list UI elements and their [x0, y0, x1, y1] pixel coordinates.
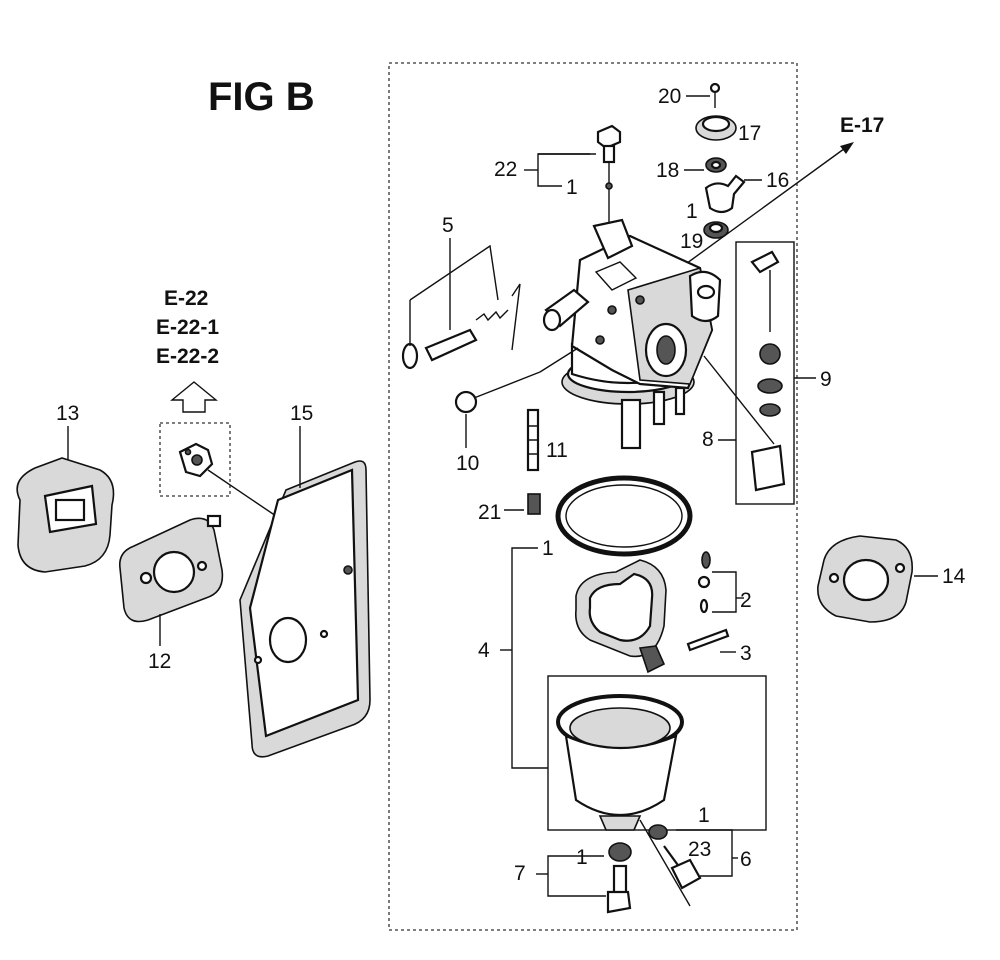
- ref-e22: E-22: [164, 287, 208, 310]
- inset-fitting-icon: [178, 442, 214, 478]
- float-bowl-gasket-1: [555, 475, 693, 557]
- callout-4: 4: [478, 639, 490, 662]
- drain-washer-23: [648, 824, 668, 840]
- float-needle-2: [697, 551, 711, 614]
- callout-11: 11: [546, 439, 568, 462]
- float-chamber: [556, 694, 684, 831]
- callout-3: 3: [740, 642, 752, 665]
- callout-7: 7: [514, 862, 526, 885]
- spring-holder-16: [704, 174, 746, 214]
- callout-14: 14: [942, 565, 966, 588]
- callout-5: 5: [442, 214, 454, 237]
- insulator-plate-15: [239, 460, 371, 758]
- callout-22: 22: [494, 158, 517, 181]
- gasket-12: [118, 514, 224, 623]
- callout-17: 17: [738, 122, 761, 145]
- washer-18: [705, 157, 727, 173]
- gasket-13: [16, 457, 115, 573]
- jet-21: [527, 493, 541, 515]
- throttle-stop-screw-10: [454, 371, 541, 414]
- callout-19: 19: [680, 230, 703, 253]
- carburetor-assembly-frame: [388, 62, 798, 931]
- callout-1-bowl-gasket: 1: [542, 537, 554, 560]
- bolt-22: [596, 124, 622, 226]
- callout-23: 23: [688, 838, 711, 861]
- up-arrow-icon: [170, 381, 218, 413]
- callout-6: 6: [740, 848, 752, 871]
- ref-e17: E-17: [840, 114, 884, 137]
- washer-1-bolt: [608, 842, 632, 862]
- callout-1-drain: 1: [698, 804, 710, 827]
- callout-8: 8: [702, 428, 714, 451]
- callout-20: 20: [658, 85, 681, 108]
- callout-12: 12: [148, 650, 171, 673]
- carburetor-body: [542, 218, 722, 450]
- callout-10: 10: [456, 452, 479, 475]
- figure-title: FIG B: [208, 75, 315, 119]
- callout-1-upper: 1: [686, 200, 698, 223]
- float-4: [574, 559, 667, 674]
- cap-17: [695, 115, 737, 141]
- ref-e22-2: E-22-2: [156, 345, 219, 368]
- arrow-head-icon: [840, 142, 854, 154]
- main-nozzle-11: [526, 408, 540, 472]
- gasket-14: [817, 535, 913, 623]
- inset-leader-line: [207, 469, 277, 517]
- callout-1-top: 1: [566, 176, 578, 199]
- pilot-screw-5: [401, 309, 509, 370]
- drain-bolt-6: [663, 845, 702, 890]
- callout-13: 13: [56, 402, 79, 425]
- ref-e22-1: E-22-1: [156, 316, 219, 339]
- float-valve-box-9: [735, 241, 795, 505]
- callout-15: 15: [290, 402, 313, 425]
- e17-arrow-line: [671, 145, 849, 275]
- bolt-7: [606, 864, 632, 914]
- callout-16: 16: [766, 169, 789, 192]
- float-valve-9: [750, 250, 786, 492]
- spring-19: [703, 221, 729, 239]
- callout-1-bolt: 1: [576, 846, 588, 869]
- float-pin-3: [686, 628, 730, 652]
- washer-1-top: [605, 182, 613, 190]
- callout-21: 21: [478, 501, 501, 524]
- screw-20: [709, 82, 721, 108]
- callout-2: 2: [740, 589, 752, 612]
- callout-18: 18: [656, 159, 679, 182]
- callout-9: 9: [820, 368, 832, 391]
